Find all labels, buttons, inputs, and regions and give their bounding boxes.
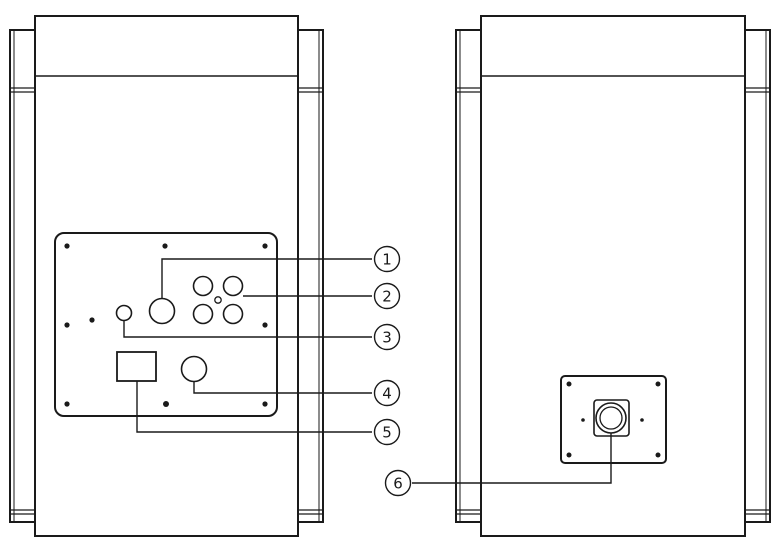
left-plate-screws <box>64 243 268 407</box>
input-jack-1 <box>148 297 176 325</box>
callout-6: 6 <box>384 469 412 497</box>
callout-4-number: 4 <box>382 385 392 403</box>
connector-cluster-2 <box>192 275 244 325</box>
right-plate-screws <box>566 381 661 458</box>
power-socket-4 <box>180 355 208 383</box>
left-speaker <box>9 15 324 537</box>
right-speaker <box>455 15 771 537</box>
callout-3-number: 3 <box>382 329 392 347</box>
left-rear-plate <box>54 232 278 417</box>
callout-4: 4 <box>373 379 401 407</box>
right-mount-plate <box>560 375 667 464</box>
callout-1: 1 <box>373 245 401 273</box>
callout-3: 3 <box>373 323 401 351</box>
callout-1-number: 1 <box>382 251 392 269</box>
callout-2-number: 2 <box>382 288 392 306</box>
callout-2: 2 <box>373 282 401 310</box>
leader-lines <box>123 258 612 484</box>
callout-6-number: 6 <box>393 475 403 493</box>
callout-5: 5 <box>373 418 401 446</box>
callout-5-number: 5 <box>382 424 392 442</box>
